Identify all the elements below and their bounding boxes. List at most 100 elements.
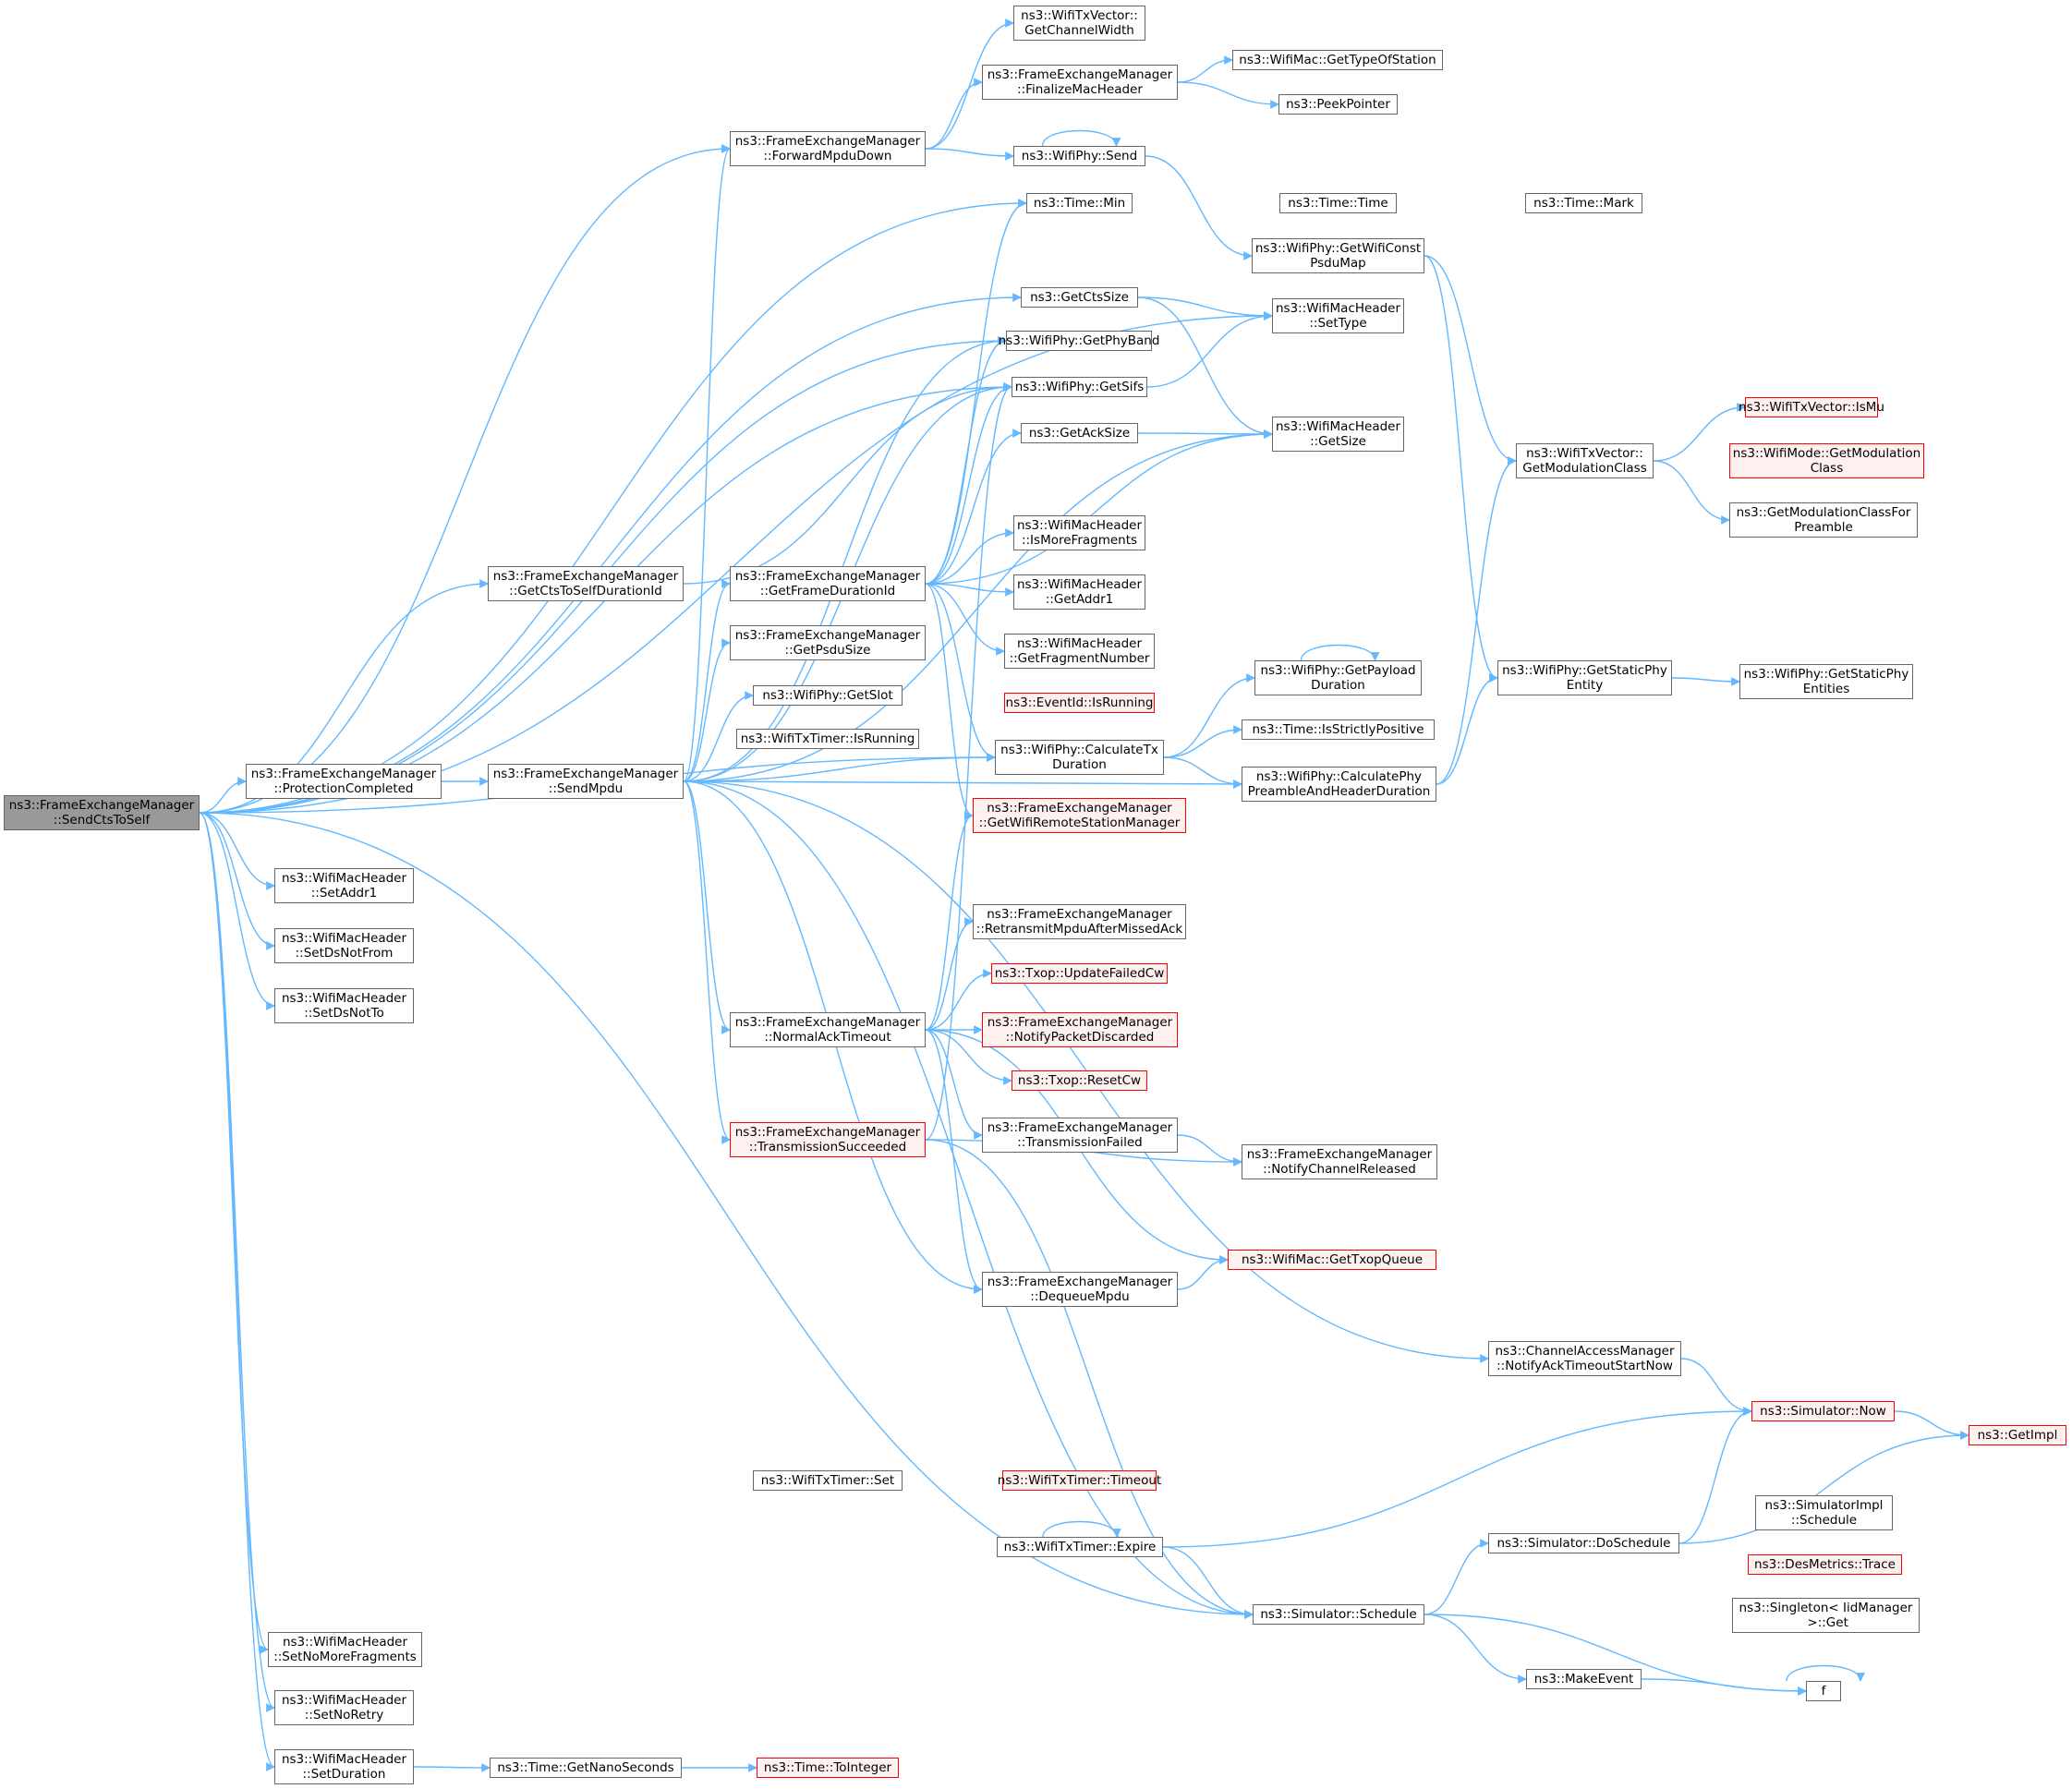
node-getphyband[interactable]: ns3::WifiPhy::GetPhyBand	[999, 331, 1159, 351]
node-setduration[interactable]: ns3::WifiMacHeader ::SetDuration	[274, 1749, 414, 1784]
edge-dequeuempdu-to-gettxopqueue	[1177, 1255, 1229, 1290]
edge-sendmpdu-to-getframedurationid	[683, 579, 731, 782]
node-peekpointer[interactable]: ns3::PeekPointer	[1278, 94, 1398, 115]
edge-calculatephypreamble-to-getstaticphyentity	[1436, 673, 1498, 785]
node-getaddr1[interactable]: ns3::WifiMacHeader ::GetAddr1	[1013, 574, 1145, 610]
node-settype[interactable]: ns3::WifiMacHeader ::SetType	[1272, 298, 1404, 333]
node-tointeger[interactable]: ns3::Time::ToInteger	[757, 1758, 899, 1778]
node-f[interactable]: f	[1806, 1681, 1841, 1701]
edge-sendmpdu-to-normalacktimeout	[683, 780, 731, 1034]
node-getstaticphyentities[interactable]: ns3::WifiPhy::GetStaticPhy Entities	[1739, 664, 1913, 699]
node-getstaticphyentity[interactable]: ns3::WifiPhy::GetStaticPhy Entity	[1497, 660, 1672, 695]
node-calculatephypreamble[interactable]: ns3::WifiPhy::CalculatePhy PreambleAndHe…	[1242, 767, 1436, 802]
node-getchannelwidth[interactable]: ns3::WifiTxVector:: GetChannelWidth	[1013, 6, 1145, 41]
edge-doschedule-to-now	[1678, 1407, 1752, 1544]
edge-schedule-to-makeevent	[1424, 1614, 1527, 1684]
node-getsize[interactable]: ns3::WifiMacHeader ::GetSize	[1272, 417, 1404, 452]
edge-getframedurationid-to-getfragmentnumber	[925, 583, 1005, 656]
edge-doschedule-to-getimpl	[1678, 1431, 1969, 1544]
node-transmissionsucceeded[interactable]: ns3::FrameExchangeManager ::Transmission…	[730, 1122, 926, 1157]
node-gettypeofstation[interactable]: ns3::WifiMac::GetTypeOfStation	[1232, 50, 1443, 70]
node-normalacktimeout[interactable]: ns3::FrameExchangeManager ::NormalAckTim…	[730, 1012, 926, 1047]
edge-transmissionfailed-to-notifychannelreleased	[1177, 1134, 1242, 1166]
node-simulatorimpl-schedule[interactable]: ns3::SimulatorImpl ::Schedule	[1755, 1495, 1893, 1530]
node-getctssize[interactable]: ns3::GetCtsSize	[1021, 287, 1138, 308]
node-setdsnotfrom[interactable]: ns3::WifiMacHeader ::SetDsNotFrom	[274, 928, 414, 963]
node-singleton-get[interactable]: ns3::Singleton< IidManager >::Get	[1732, 1598, 1920, 1633]
node-isrunning-timer[interactable]: ns3::WifiTxTimer::IsRunning	[736, 729, 919, 749]
node-gettxopqueue[interactable]: ns3::WifiMac::GetTxopQueue	[1228, 1250, 1436, 1270]
node-getpsdusize[interactable]: ns3::FrameExchangeManager ::GetPsduSize	[730, 625, 926, 660]
edge-transmissionsucceeded-to-getsifs	[925, 382, 1012, 1141]
node-notifychannelreleased[interactable]: ns3::FrameExchangeManager ::NotifyChanne…	[1242, 1144, 1437, 1179]
node-time-mark[interactable]: ns3::Time::Mark	[1525, 193, 1642, 213]
edge-finalizemacheader-to-peekpointer	[1177, 81, 1279, 109]
edge-forwardmpdudown-to-finalizemacheader	[925, 78, 983, 150]
edge-sendmpdu-to-schedule	[683, 780, 1254, 1619]
node-getmodulationclass[interactable]: ns3::WifiTxVector:: GetModulationClass	[1516, 443, 1654, 478]
node-ismorefragments[interactable]: ns3::WifiMacHeader ::IsMoreFragments	[1013, 515, 1145, 550]
edge-normalacktimeout-to-resetcw	[925, 1029, 1012, 1085]
edge-sendmpdu-to-transmissionsucceeded	[683, 780, 731, 1144]
node-getimpl[interactable]: ns3::GetImpl	[1969, 1425, 2066, 1445]
node-resetcw[interactable]: ns3::Txop::ResetCw	[1012, 1070, 1147, 1091]
node-desmetrics-trace[interactable]: ns3::DesMetrics::Trace	[1748, 1554, 1902, 1575]
node-setaddr1[interactable]: ns3::WifiMacHeader ::SetAddr1	[274, 868, 414, 903]
node-finalizemacheader[interactable]: ns3::FrameExchangeManager ::FinalizeMacH…	[982, 65, 1178, 100]
node-getnanoseconds[interactable]: ns3::Time::GetNanoSeconds	[490, 1758, 682, 1778]
edge-calculatephypreamble-to-getmodulationclass	[1436, 456, 1517, 785]
node-makeevent[interactable]: ns3::MakeEvent	[1526, 1669, 1642, 1689]
edge-calculatetxduration-to-getpayloadduration	[1163, 673, 1255, 758]
node-send[interactable]: ns3::WifiPhy::Send	[1013, 146, 1145, 166]
node-getslot[interactable]: ns3::WifiPhy::GetSlot	[753, 685, 903, 706]
node-doschedule[interactable]: ns3::Simulator::DoSchedule	[1488, 1533, 1679, 1553]
node-getwifiremotestationmanager[interactable]: ns3::FrameExchangeManager ::GetWifiRemot…	[973, 798, 1186, 833]
node-getwificonstpsdumap[interactable]: ns3::WifiPhy::GetWifiConst PsduMap	[1252, 238, 1424, 273]
node-now[interactable]: ns3::Simulator::Now	[1751, 1401, 1895, 1421]
node-forwardmpdudown[interactable]: ns3::FrameExchangeManager ::ForwardMpduD…	[730, 131, 926, 166]
node-notifyacktimeout[interactable]: ns3::ChannelAccessManager ::NotifyAckTim…	[1488, 1341, 1681, 1376]
node-transmissionfailed[interactable]: ns3::FrameExchangeManager ::Transmission…	[982, 1118, 1178, 1153]
node-min[interactable]: ns3::Time::Min	[1026, 193, 1133, 213]
node-eventid-isrunning[interactable]: ns3::EventId::IsRunning	[1004, 693, 1155, 713]
node-setdsnotto[interactable]: ns3::WifiMacHeader ::SetDsNotTo	[274, 988, 414, 1023]
edge-sendctstoself-to-min	[199, 199, 1027, 814]
node-calculatetxduration[interactable]: ns3::WifiPhy::CalculateTx Duration	[995, 740, 1164, 775]
edge-getwificonstpsdumap-to-getmodulationclass	[1424, 255, 1517, 465]
edge-sendctstoself-to-setduration	[199, 812, 275, 1771]
node-getframedurationid[interactable]: ns3::FrameExchangeManager ::GetFrameDura…	[730, 566, 926, 601]
edge-getframedurationid-to-getaddr1	[925, 583, 1014, 597]
node-set-timer[interactable]: ns3::WifiTxTimer::Set	[753, 1470, 903, 1491]
edge-normalacktimeout-to-transmissionfailed	[925, 1029, 983, 1140]
node-getsifs[interactable]: ns3::WifiPhy::GetSifs	[1012, 377, 1147, 397]
node-setnomorefragments[interactable]: ns3::WifiMacHeader ::SetNoMoreFragments	[268, 1632, 422, 1667]
edge-now-to-getimpl	[1894, 1410, 1969, 1440]
node-notifypacketdiscarded[interactable]: ns3::FrameExchangeManager ::NotifyPacket…	[982, 1012, 1178, 1047]
node-getmodulationclassforpreamble[interactable]: ns3::GetModulationClassFor Preamble	[1729, 502, 1918, 538]
node-sendctstoself[interactable]: ns3::FrameExchangeManager ::SendCtsToSel…	[4, 795, 200, 830]
node-dequeuempdu[interactable]: ns3::FrameExchangeManager ::DequeueMpdu	[982, 1272, 1178, 1307]
edge-setduration-to-getnanoseconds	[413, 1763, 491, 1772]
edge-sendctstoself-to-setnoretry	[199, 812, 275, 1712]
node-timeout[interactable]: ns3::WifiTxTimer::Timeout	[998, 1470, 1161, 1491]
node-ismu[interactable]: ns3::WifiTxVector::IsMu	[1739, 397, 1884, 417]
edge-getframedurationid-to-getsifs	[925, 382, 1012, 585]
node-isstrictlypositive[interactable]: ns3::Time::IsStrictlyPositive	[1242, 719, 1435, 740]
node-schedule[interactable]: ns3::Simulator::Schedule	[1253, 1604, 1424, 1625]
node-setnoretry[interactable]: ns3::WifiMacHeader ::SetNoRetry	[274, 1690, 414, 1725]
node-getpayloadduration[interactable]: ns3::WifiPhy::GetPayload Duration	[1254, 660, 1422, 695]
node-time-time[interactable]: ns3::Time::Time	[1279, 193, 1397, 213]
edge-schedule-to-doschedule	[1424, 1539, 1489, 1615]
node-getacksize[interactable]: ns3::GetAckSize	[1021, 423, 1138, 443]
node-expire[interactable]: ns3::WifiTxTimer::Expire	[997, 1537, 1163, 1557]
edge-sendmpdu-to-getslot	[683, 691, 754, 782]
node-getctstoselfdurationid[interactable]: ns3::FrameExchangeManager ::GetCtsToSelf…	[488, 566, 684, 601]
node-protectioncompleted[interactable]: ns3::FrameExchangeManager ::ProtectionCo…	[246, 764, 442, 799]
edge-f-self	[1786, 1664, 1865, 1682]
node-getfragmentnumber[interactable]: ns3::WifiMacHeader ::GetFragmentNumber	[1004, 634, 1155, 669]
edge-getacksize-to-getsize	[1137, 429, 1273, 439]
node-wifimode-getmodulationclass[interactable]: ns3::WifiMode::GetModulation Class	[1729, 443, 1924, 478]
node-updatefailedcw[interactable]: ns3::Txop::UpdateFailedCw	[991, 963, 1168, 984]
node-sendmpdu[interactable]: ns3::FrameExchangeManager ::SendMpdu	[488, 764, 684, 799]
node-retransmitmpdu[interactable]: ns3::FrameExchangeManager ::RetransmitMp…	[973, 904, 1186, 939]
